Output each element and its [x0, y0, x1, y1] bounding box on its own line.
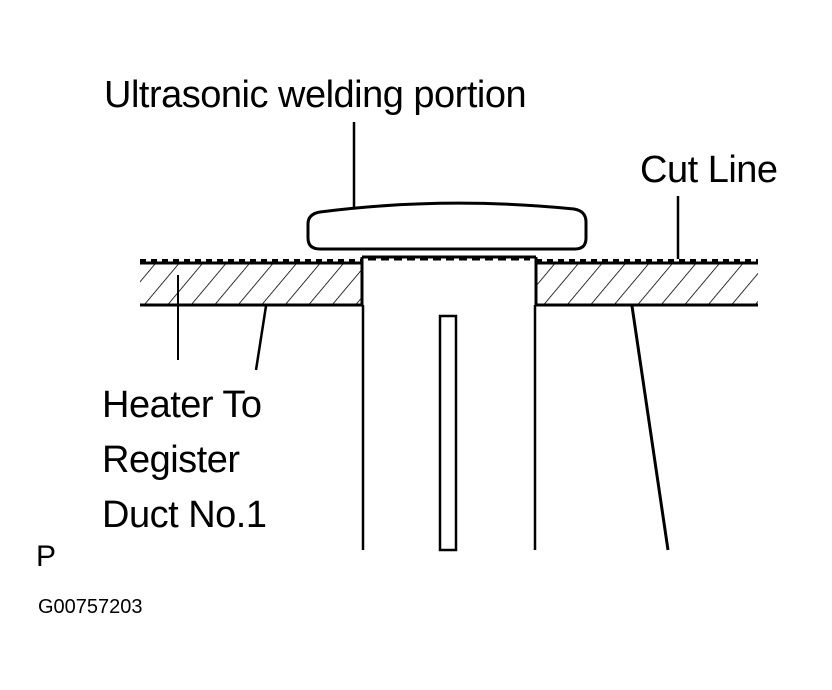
cut-line-label: Cut Line [640, 149, 778, 191]
view-marker-label: P [36, 540, 57, 573]
duct-leader-line-b [254, 305, 268, 371]
heater-duct-label-line-3: Duct No.1 [102, 494, 267, 536]
right-panel-section [534, 257, 758, 307]
heater-duct-label: Heater To Register Duct No.1 [102, 378, 267, 543]
left-panel-section [140, 257, 364, 307]
heater-duct-label-line-2: Register [102, 439, 240, 481]
cut-line-dashed [140, 257, 758, 263]
ultrasonic-welding-label: Ultrasonic welding portion [104, 74, 527, 116]
weld-boss [361, 255, 537, 552]
right-leader-line [630, 305, 670, 551]
heater-duct-label-line-1: Heater To [102, 384, 262, 426]
figure-code-label: G00757203 [38, 596, 143, 618]
welded-cap [306, 201, 588, 251]
